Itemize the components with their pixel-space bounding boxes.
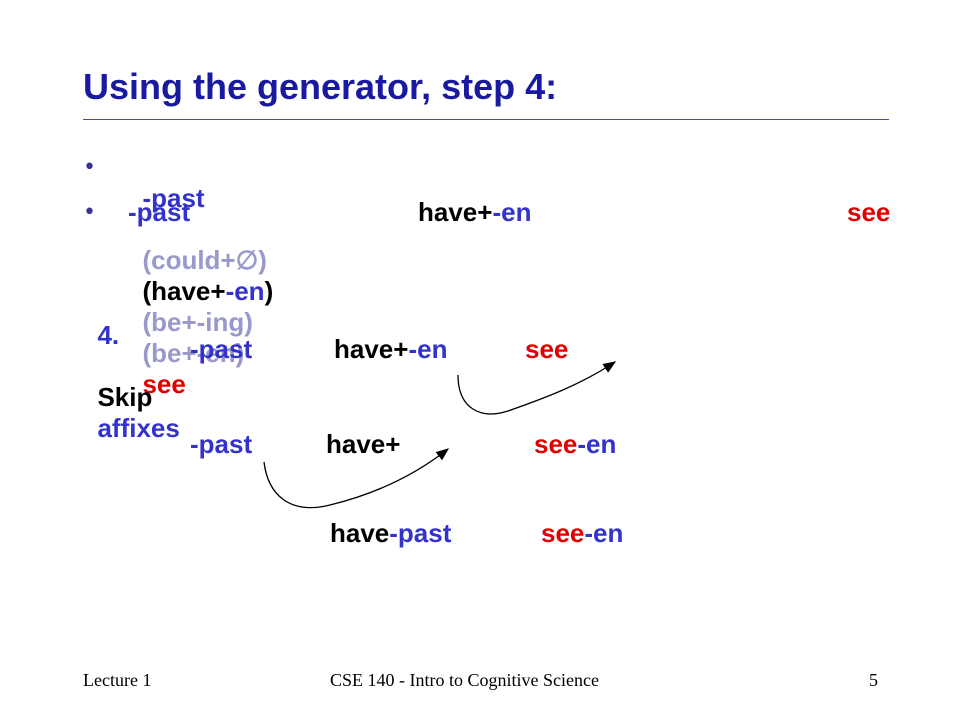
footer-page-number: 5 xyxy=(869,670,878,690)
row-c-en: -en xyxy=(584,518,624,548)
row-b-have: have+ xyxy=(326,429,401,459)
be-ing-phrase: (be+-ing) xyxy=(142,307,253,337)
past-affix: -past xyxy=(142,183,205,213)
row-c-have-past: have-past xyxy=(330,518,451,549)
row-a-past: -past xyxy=(190,334,253,364)
row-a-see: see xyxy=(525,334,569,364)
hop-arrow-en xyxy=(457,361,617,415)
row-c-have: have xyxy=(330,518,390,548)
be-en-phrase: (be+-en) xyxy=(142,338,245,368)
line2-see: see xyxy=(847,197,891,227)
bullet-icon: • xyxy=(83,155,96,180)
row-a-en: -en xyxy=(408,334,448,364)
row-c-see: see xyxy=(541,518,585,548)
title-divider xyxy=(83,119,889,120)
row-a-have-en: have+-en xyxy=(334,334,447,365)
have-phrase-open: (have+ xyxy=(142,276,226,306)
line2-have: have+ xyxy=(418,197,493,227)
row-b-past: -past xyxy=(190,429,253,459)
row-c-past: -past xyxy=(389,518,452,548)
row-c-see-en: see-en xyxy=(541,518,623,549)
bullet-line-1: -past (could+∅) (have+-en) (be+-ing) (be… xyxy=(128,152,273,400)
row-b-see-en: see-en xyxy=(534,429,616,460)
have-phrase-close: ) xyxy=(264,276,274,306)
row-a-have: have+ xyxy=(334,334,409,364)
hop-arrow-past xyxy=(263,448,450,509)
en-affix: -en xyxy=(225,276,265,306)
slide-title: Using the generator, step 4: xyxy=(83,66,558,107)
step-heading: 4. Skip affixes xyxy=(83,289,180,444)
step-affixes: affixes xyxy=(97,413,180,443)
row-b-en: -en xyxy=(577,429,617,459)
see-verb: see xyxy=(142,369,186,399)
bullet-icon: • xyxy=(83,200,96,225)
footer-course: CSE 140 - Intro to Cognitive Science xyxy=(330,670,599,690)
row-b-see: see xyxy=(534,429,578,459)
line2-have-en: have+-en xyxy=(418,197,531,228)
line2-past: -past xyxy=(128,197,191,227)
line2-en: -en xyxy=(492,197,532,227)
step-skip: Skip xyxy=(97,382,153,412)
step-number: 4. xyxy=(97,320,120,350)
could-phrase: (could+∅) xyxy=(142,245,267,275)
footer-lecture: Lecture 1 xyxy=(83,670,152,690)
